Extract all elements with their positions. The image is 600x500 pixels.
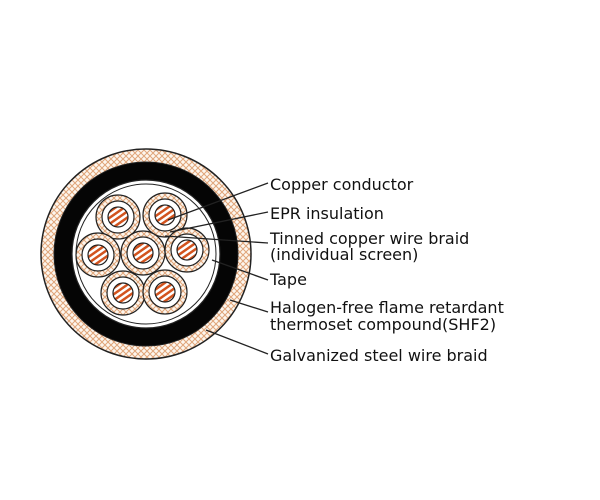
leader-line-insulation: [169, 211, 269, 233]
leader-line-armour: [205, 329, 269, 355]
label-copper-conductor: Copper conductor: [270, 175, 414, 194]
copper-conductor: [107, 206, 129, 228]
label-epr-insulation: EPR insulation: [270, 204, 384, 223]
label-individual-screen: (individual screen): [270, 245, 419, 264]
leader-line-sheath: [229, 299, 269, 313]
copper-conductor: [132, 242, 154, 264]
leader-line-screen: [164, 235, 269, 244]
leader-line-conductor: [167, 182, 269, 221]
core: [120, 230, 166, 276]
copper-conductor: [154, 204, 176, 226]
core: [95, 194, 141, 240]
label-halogen-free-sheath: Halogen-free flame retardant: [270, 298, 504, 317]
copper-conductor: [87, 244, 109, 266]
core: [100, 270, 146, 316]
core: [142, 192, 188, 238]
copper-conductor: [112, 282, 134, 304]
leader-lines: [164, 182, 269, 355]
core: [142, 269, 188, 315]
label-shf2-compound: thermoset compound(SHF2): [270, 315, 497, 334]
leader-line-tape: [211, 259, 269, 281]
core: [164, 227, 210, 273]
cores: [75, 192, 210, 316]
label-galvanized-steel-braid: Galvanized steel wire braid: [270, 346, 488, 365]
core: [75, 232, 121, 278]
copper-conductor: [154, 281, 176, 303]
label-tinned-copper-braid: Tinned copper wire braid: [270, 229, 470, 248]
label-tape: Tape: [270, 270, 307, 289]
copper-conductor: [176, 239, 198, 261]
